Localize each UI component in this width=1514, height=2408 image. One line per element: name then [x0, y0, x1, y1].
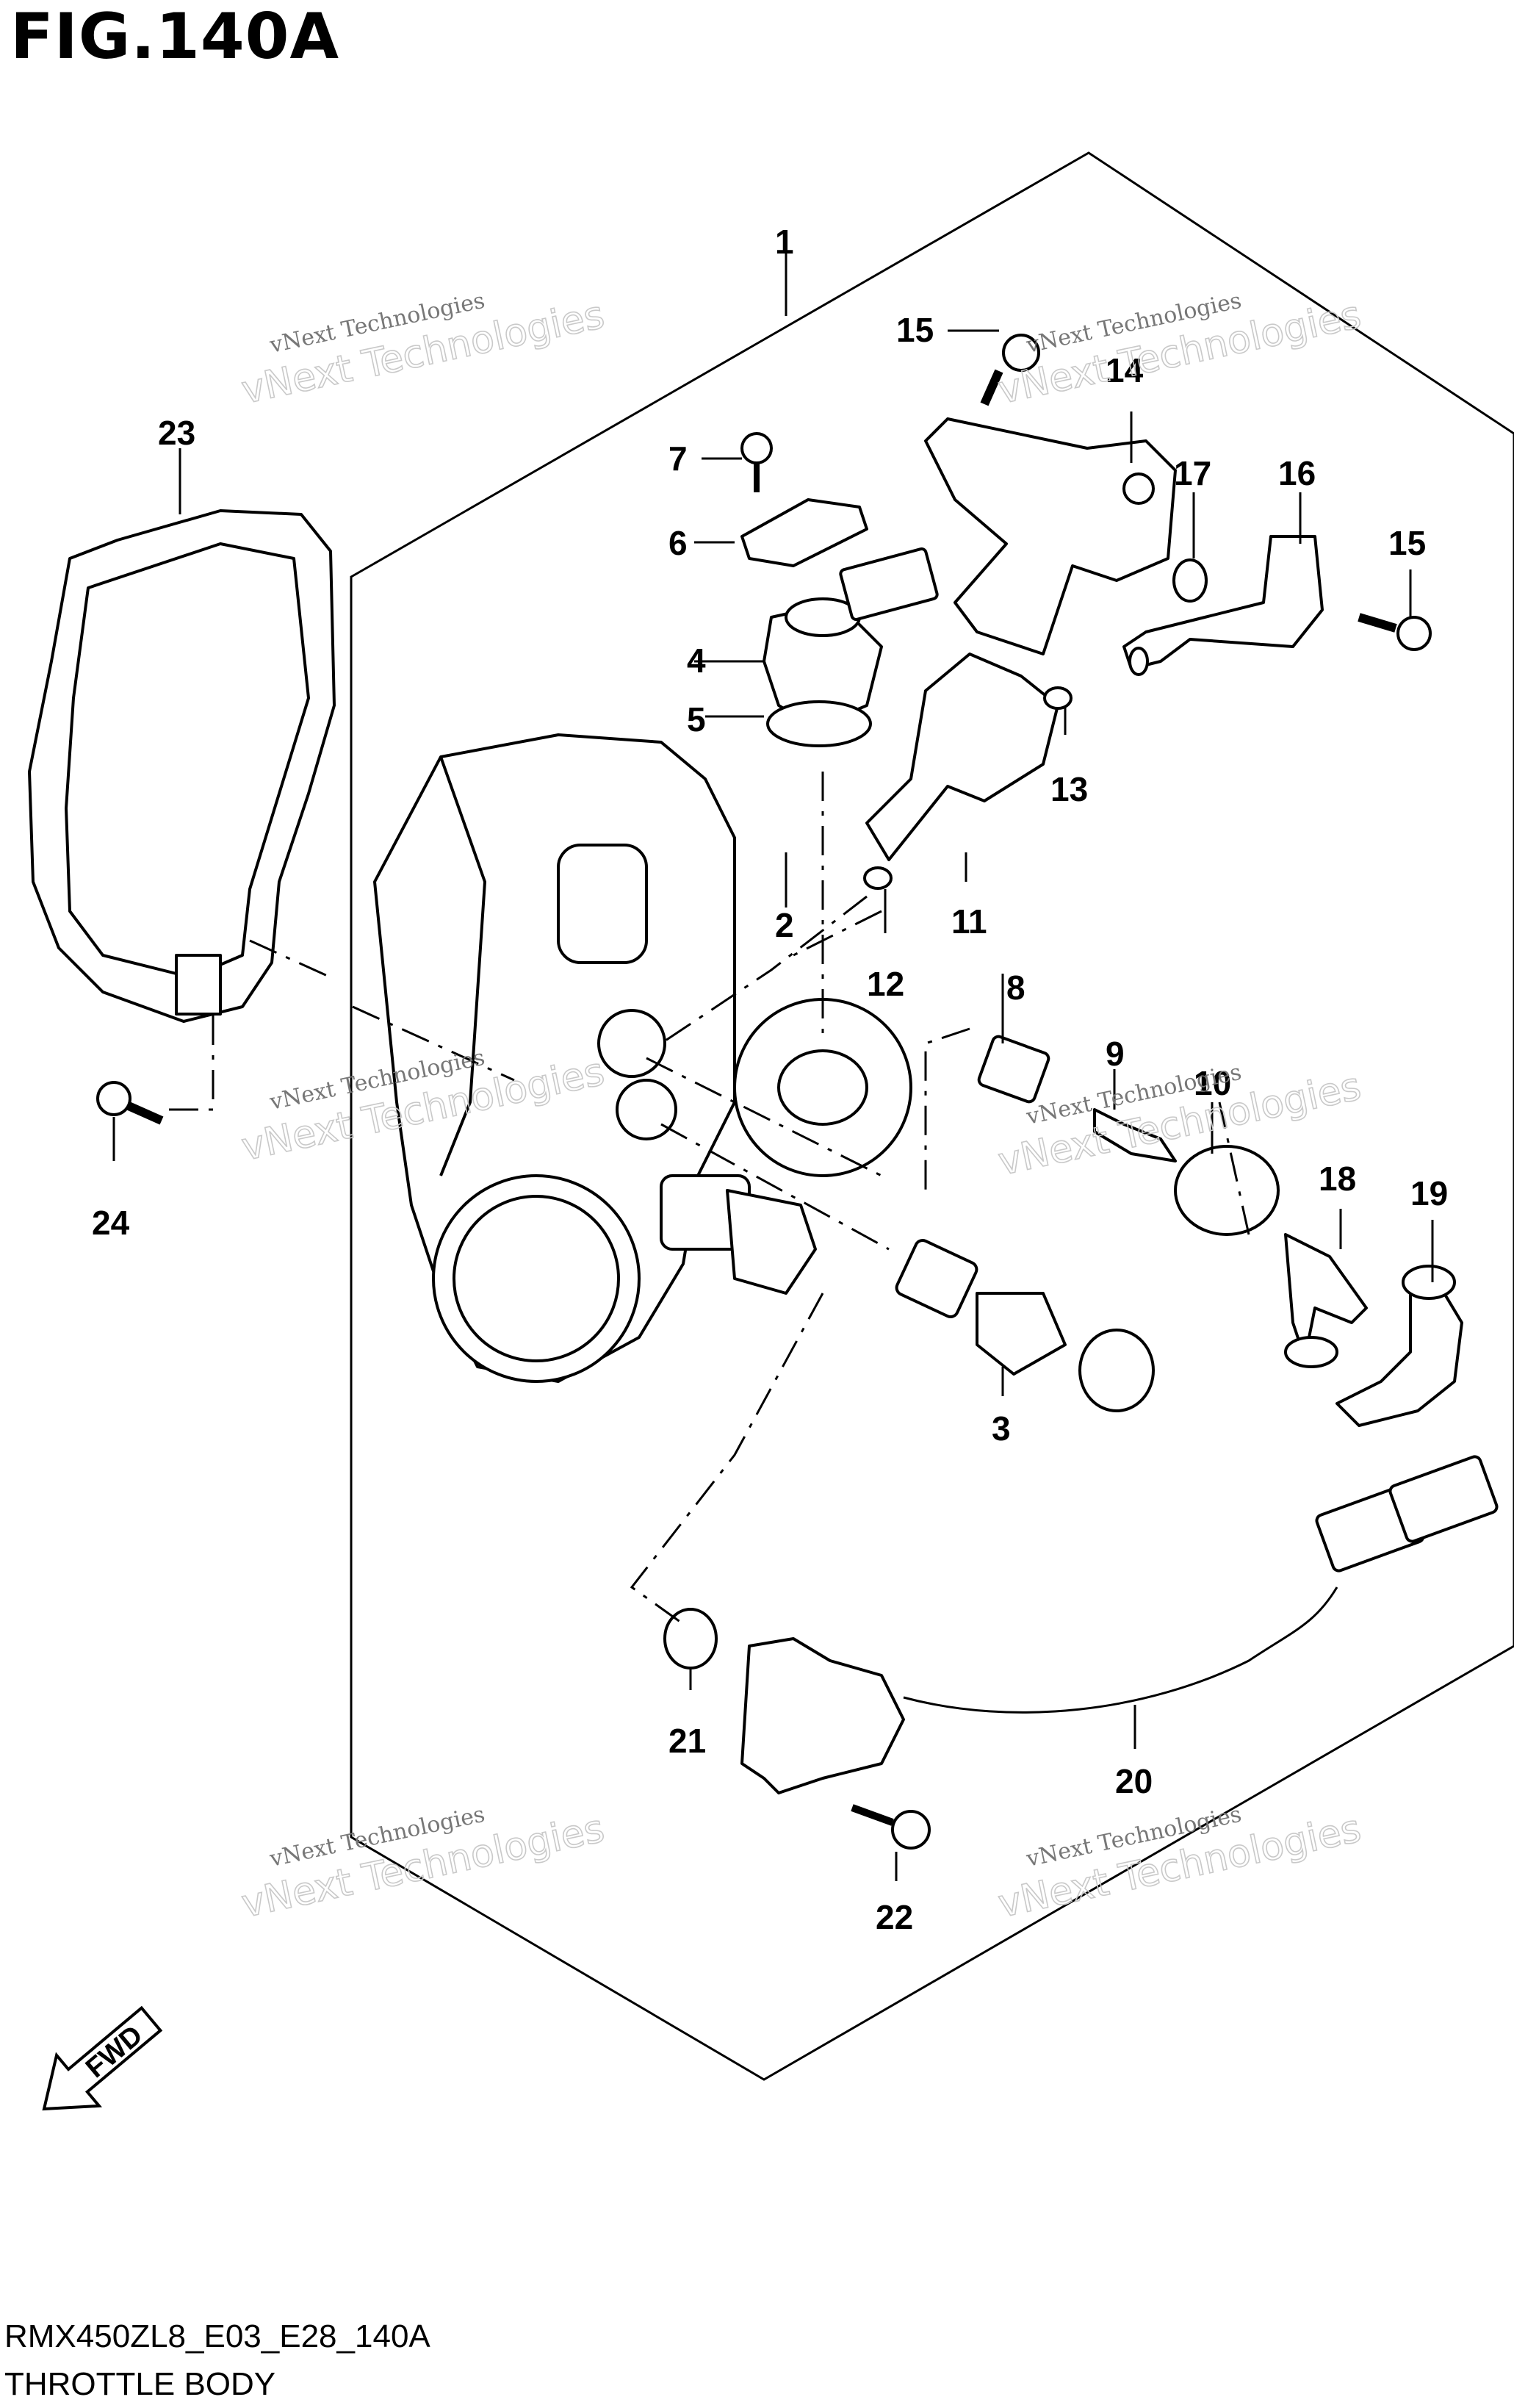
callout-5: 5 [687, 700, 706, 738]
part-sensor-harness [663, 1455, 1499, 1850]
part-idle-assembly [895, 1035, 1280, 1412]
callout-6: 6 [668, 524, 688, 562]
callout-18: 18 [1319, 1160, 1356, 1198]
fwd-arrow: FWD [42, 2005, 163, 2111]
callout-21: 21 [668, 1722, 706, 1760]
callout-4: 4 [687, 641, 706, 680]
figure-title: FIG.140A [10, 0, 340, 73]
callout-19: 19 [1410, 1174, 1448, 1212]
callout-2: 2 [775, 906, 794, 944]
callout-11: 11 [951, 902, 987, 941]
figure-name: THROTTLE BODY [4, 2366, 276, 2402]
part-gasket [28, 509, 336, 1023]
dashed-center-lines [169, 772, 1250, 1625]
callout-23: 23 [158, 414, 195, 452]
callout-numbers: 1 2 3 4 5 6 7 8 9 10 11 12 13 14 15 15 1… [92, 223, 1448, 1936]
callout-1: 1 [775, 223, 794, 261]
callout-10: 10 [1194, 1064, 1231, 1102]
part-hoses [1284, 1233, 1463, 1427]
assembly-boundary [350, 151, 1514, 2081]
callout-13: 13 [1050, 770, 1088, 808]
callout-24: 24 [92, 1204, 130, 1242]
callout-14: 14 [1106, 351, 1144, 389]
callout-9: 9 [1106, 1035, 1125, 1073]
leader-lines [112, 329, 1434, 1881]
callout-17: 17 [1174, 454, 1211, 492]
callout-15a: 15 [896, 311, 934, 349]
callout-16: 16 [1278, 454, 1316, 492]
part-throttle-body [373, 733, 912, 1383]
callout-15b: 15 [1388, 524, 1426, 562]
callout-22: 22 [876, 1898, 913, 1936]
callout-20: 20 [1115, 1762, 1153, 1800]
callout-3: 3 [992, 1409, 1011, 1448]
callout-8: 8 [1006, 968, 1025, 1007]
callout-12: 12 [867, 965, 904, 1003]
part-bolt-24 [96, 1081, 164, 1125]
callout-7: 7 [668, 439, 688, 478]
figure-code: RMX450ZL8_E03_E28_140A [4, 2318, 430, 2354]
part-injector-group [863, 334, 1432, 890]
part-sensor-stack [740, 432, 939, 747]
